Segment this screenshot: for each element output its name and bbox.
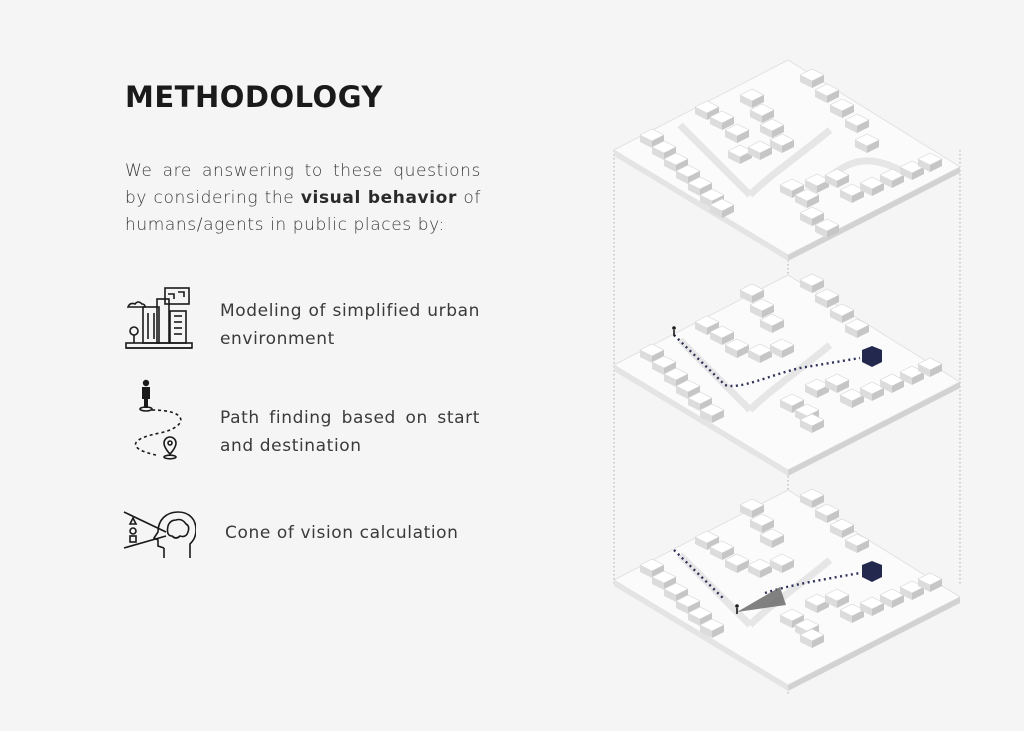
city-buildings-icon <box>120 285 196 357</box>
layer-vision-cone <box>612 488 962 691</box>
urban-layers-diagram <box>600 55 980 709</box>
step-vision: Cone of vision calculation <box>120 508 490 563</box>
step-vision-label: Cone of vision calculation <box>225 523 459 543</box>
intro-text-before: We are answering to these questions by c… <box>125 161 481 208</box>
intro-text-after: of humans/agents in public places by: <box>125 188 482 235</box>
intro-paragraph: We are answering to these questions by c… <box>125 158 481 239</box>
intro-emphasis: visual behavior <box>300 188 457 208</box>
path-route-icon <box>120 377 190 471</box>
layer-urban-model <box>612 59 962 261</box>
step-pathfinding-label: Path finding based on start and destinat… <box>220 408 480 456</box>
step-modeling-label: Modeling of simplified urban environment <box>220 301 480 349</box>
layer-path-finding <box>612 273 962 476</box>
step-pathfinding: Path finding based on start and destinat… <box>120 377 490 467</box>
page-title: METHODOLOGY <box>125 80 383 114</box>
step-modeling: Modeling of simplified urban environment <box>120 285 490 355</box>
vision-head-icon <box>120 508 197 566</box>
